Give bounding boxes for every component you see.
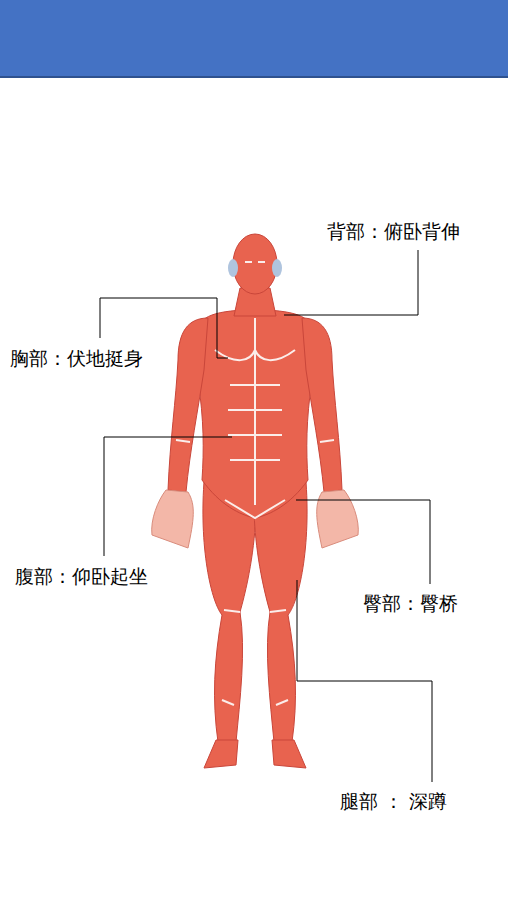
callout-label: 臀部：臀桥 — [361, 591, 460, 615]
callout-label: 胸部：伏地挺身 — [8, 346, 145, 370]
callout-label: 腿部 ： 深蹲 — [338, 789, 449, 813]
callout-label: 背部：俯卧背伸 — [325, 219, 462, 243]
header-bar — [0, 0, 508, 78]
callout-label: 腹部：仰卧起坐 — [13, 564, 150, 588]
